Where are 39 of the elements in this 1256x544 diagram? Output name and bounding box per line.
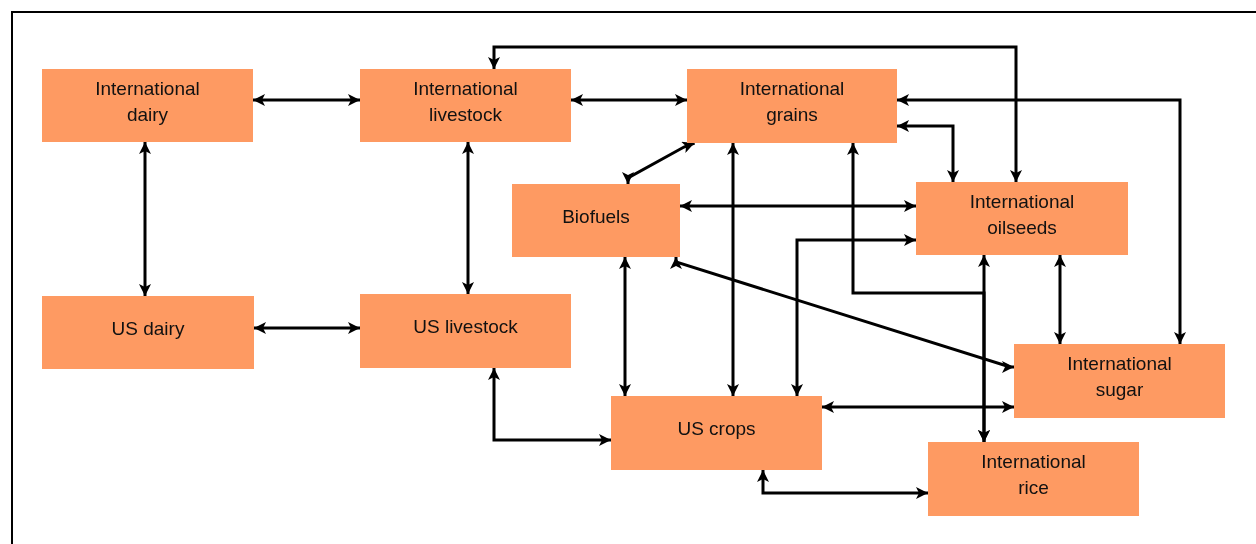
box-label: International grains <box>738 77 846 127</box>
box-label: International oilseeds <box>968 189 1076 240</box>
box-label: US livestock <box>413 315 518 339</box>
category-box <box>687 69 897 143</box>
category-box <box>928 442 1139 516</box>
box-label: US crops <box>677 417 756 441</box>
category-box <box>916 182 1128 255</box>
double-arrow <box>488 45 1022 182</box>
double-arrow <box>897 94 1186 344</box>
double-arrow <box>622 141 696 184</box>
double-arrow <box>488 368 611 446</box>
double-arrow <box>680 200 916 212</box>
box-label: International rice <box>980 450 1087 500</box>
box-label: International sugar <box>1066 352 1173 402</box>
category-box <box>360 69 571 142</box>
category-box <box>360 294 571 368</box>
box-label: Biofuels <box>562 204 630 229</box>
double-arrow <box>670 257 1014 373</box>
double-arrow <box>897 120 959 182</box>
double-arrow <box>253 94 360 106</box>
category-box <box>42 69 253 142</box>
category-box <box>611 396 822 470</box>
double-arrow <box>619 257 631 396</box>
double-arrow <box>1054 255 1066 344</box>
double-arrow <box>139 142 151 296</box>
double-arrow <box>571 94 687 106</box>
double-arrow <box>822 401 1014 413</box>
double-arrow <box>254 322 360 334</box>
double-arrow <box>791 234 916 396</box>
double-arrow <box>727 143 739 396</box>
category-box <box>1014 344 1225 418</box>
double-arrow <box>978 255 990 442</box>
box-label: US dairy <box>111 316 185 341</box>
category-box <box>512 184 680 257</box>
double-arrow <box>462 142 474 294</box>
double-arrow <box>757 470 928 499</box>
box-label: International livestock <box>412 76 519 127</box>
category-box <box>42 296 254 369</box>
box-label: International dairy <box>94 76 201 127</box>
